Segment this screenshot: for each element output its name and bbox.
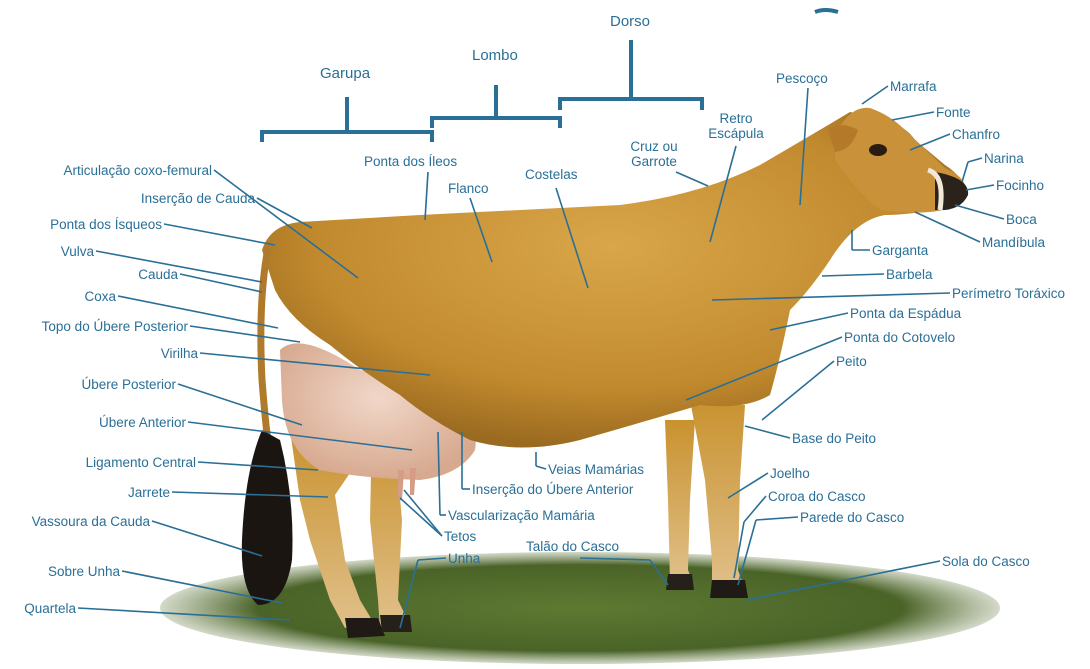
- label-articulacao: Articulação coxo-femural: [63, 164, 212, 178]
- label-chanfro: Chanfro: [952, 128, 1000, 142]
- label-fonte: Fonte: [936, 106, 971, 120]
- label-costelas: Costelas: [525, 168, 578, 182]
- leader-line-parede-casco: [756, 517, 798, 520]
- tail-switch: [242, 430, 293, 605]
- hoof-front: [710, 580, 748, 598]
- label-vulva: Vulva: [61, 245, 94, 259]
- leader-line-barbela: [822, 274, 884, 276]
- leader-line-narina: [968, 158, 982, 162]
- label-talao: Talão do Casco: [526, 540, 619, 554]
- label-tetos: Tetos: [444, 530, 476, 544]
- label-quartela: Quartela: [24, 602, 76, 616]
- label-virilha: Virilha: [161, 347, 198, 361]
- eye: [869, 144, 887, 156]
- lombo-bracket: [432, 85, 560, 128]
- teat-2: [410, 468, 416, 495]
- label-retro-escapula: Retro Escápula: [708, 112, 764, 142]
- region-label-garupa: Garupa: [320, 66, 370, 81]
- label-boca: Boca: [1006, 213, 1037, 227]
- leader-line-fonte: [892, 112, 934, 120]
- label-coxa: Coxa: [84, 290, 116, 304]
- label-insercao-ubere: Inserção do Úbere Anterior: [472, 483, 633, 497]
- hoof-hind-far: [380, 615, 412, 632]
- region-label-dorso: Dorso: [610, 14, 650, 29]
- hoof-hind: [345, 618, 385, 638]
- leader-line-boca: [955, 205, 1004, 219]
- leader-line-tetos: [404, 490, 442, 536]
- label-ubere-anterior: Úbere Anterior: [99, 416, 186, 430]
- label-jarrete: Jarrete: [128, 486, 170, 500]
- dorso-bracket: [560, 40, 702, 110]
- label-barbela: Barbela: [886, 268, 933, 282]
- label-unha: Unha: [448, 552, 480, 566]
- label-coroa-casco: Coroa do Casco: [768, 490, 866, 504]
- leader-line-topo-ubere: [190, 326, 300, 342]
- label-ponta-cotovelo: Ponta do Cotovelo: [844, 331, 955, 345]
- label-marrafa: Marrafa: [890, 80, 937, 94]
- label-topo-ubere: Topo do Úbere Posterior: [42, 320, 188, 334]
- hoof-front-far: [666, 574, 694, 590]
- leader-line-base-peito: [745, 426, 790, 438]
- label-veias: Veias Mamárias: [548, 463, 644, 477]
- leader-line-focinho: [966, 185, 994, 190]
- label-vascularizacao: Vascularização Mamária: [448, 509, 595, 523]
- label-sobre-unha: Sobre Unha: [48, 565, 120, 579]
- garupa-bracket: [262, 97, 432, 142]
- label-perimetro: Perímetro Toráxico: [952, 287, 1065, 301]
- label-cruz-garrote: Cruz ou Garrote: [630, 140, 677, 170]
- label-narina: Narina: [984, 152, 1024, 166]
- label-garganta: Garganta: [872, 244, 928, 258]
- leader-line-vulva: [96, 251, 262, 282]
- label-ubere-posterior: Úbere Posterior: [81, 378, 176, 392]
- label-focinho: Focinho: [996, 179, 1044, 193]
- label-ponta-isqueos: Ponta dos Ísqueos: [50, 218, 162, 232]
- leader-line-narina: [962, 162, 968, 182]
- label-ponta-espadua: Ponta da Espádua: [850, 307, 961, 321]
- label-insercao-cauda: Inserção de Cauda: [141, 192, 255, 206]
- label-sola-casco: Sola do Casco: [942, 555, 1030, 569]
- leader-line-cruz-garrote: [676, 172, 708, 186]
- leader-line-ponta-ileos: [425, 172, 428, 220]
- leader-line-mandibula: [915, 212, 980, 242]
- leader-line-ponta-isqueos: [164, 224, 275, 245]
- region-label-lombo: Lombo: [472, 48, 518, 63]
- label-pescoco: Pescoço: [776, 72, 828, 86]
- label-flanco: Flanco: [448, 182, 489, 196]
- label-vassoura: Vassoura da Cauda: [32, 515, 150, 529]
- leader-line-coroa-casco: [744, 496, 766, 522]
- label-parede-casco: Parede do Casco: [800, 511, 904, 525]
- label-ligamento: Ligamento Central: [86, 456, 196, 470]
- leader-line-cauda: [180, 274, 262, 292]
- dorso-arc: [815, 10, 838, 12]
- leader-line-marrafa: [862, 86, 888, 104]
- label-mandibula: Mandíbula: [982, 236, 1045, 250]
- label-base-peito: Base do Peito: [792, 432, 876, 446]
- label-joelho: Joelho: [770, 467, 810, 481]
- teat-1: [398, 470, 404, 500]
- label-ponta-ileos: Ponta dos Íleos: [364, 155, 457, 169]
- leader-line-tetos: [400, 498, 442, 536]
- leader-line-veias: [536, 466, 546, 469]
- label-cauda: Cauda: [138, 268, 178, 282]
- label-peito: Peito: [836, 355, 867, 369]
